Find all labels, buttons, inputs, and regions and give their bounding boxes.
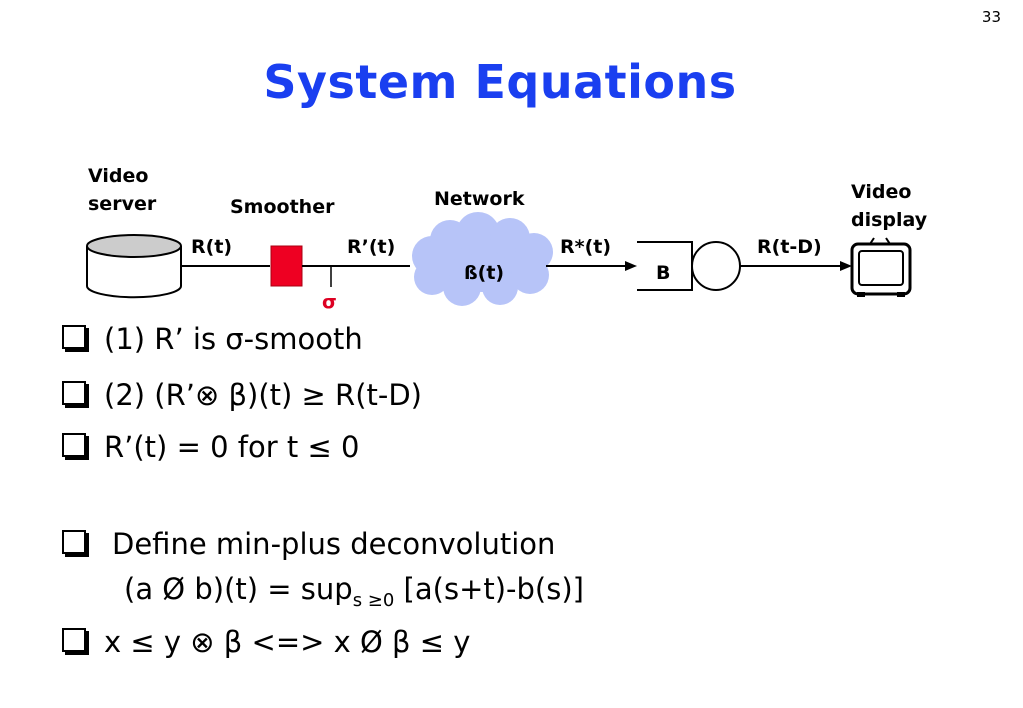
checkbox-bullet-icon [62,530,86,554]
checkbox-bullet-icon [62,325,86,349]
network-function-label: ß(t) [464,262,505,284]
bullet-2: (2) (R’⊗ β)(t) ≥ R(t-D) [62,378,422,412]
bullet-3: R’(t) = 0 for t ≤ 0 [62,430,359,464]
video-display-label-1: Video [851,181,912,203]
deconvolution-formula-sub: s ≥0 [352,590,395,611]
network-label: Network [434,188,525,210]
video-display-label-2: display [851,209,928,231]
checkbox-bullet-icon [62,628,86,652]
bullet-5: x ≤ y ⊗ β <=> x Ø β ≤ y [62,625,470,659]
signal-r-label: R(t) [191,236,233,258]
signal-r-delay-label: R(t-D) [757,236,822,258]
signal-r-prime-label: R’(t) [347,236,396,258]
bullet-3-text: R’(t) = 0 for t ≤ 0 [104,430,360,464]
arrowhead-buffer [625,261,637,271]
smoother-box [270,245,303,287]
sigma-label: σ [322,291,337,313]
deconvolution-formula-pre: (a Ø b)(t) = sup [124,572,353,606]
bullet-1: (1) R’ is σ-smooth [62,322,363,356]
network-cloud [412,212,553,306]
tv-icon [850,237,912,297]
video-server-icon [86,234,182,299]
server-circle [691,241,741,291]
page-title: System Equations [263,55,737,109]
buffer-label: B [656,262,671,284]
deconvolution-formula-post: [a(s+t)-b(s)] [394,572,584,606]
bullet-4: Define min-plus deconvolution [62,527,555,561]
page-number: 33 [981,8,1001,26]
bullet-1-text: (1) R’ is σ-smooth [104,322,363,356]
bullet-4-text: Define min-plus deconvolution [112,527,556,561]
bullet-4-formula: (a Ø b)(t) = sups ≥0 [a(s+t)-b(s)] [124,572,584,611]
bullet-5-text: x ≤ y ⊗ β <=> x Ø β ≤ y [104,625,471,659]
signal-r-star-label: R*(t) [560,236,612,258]
system-diagram [86,212,912,306]
video-server-label-2: server [88,193,157,215]
smoother-label: Smoother [230,196,335,218]
video-server-label-1: Video [88,165,149,187]
bullet-2-text: (2) (R’⊗ β)(t) ≥ R(t-D) [104,378,422,412]
arrowhead-display [840,261,852,271]
checkbox-bullet-icon [62,381,86,405]
checkbox-bullet-icon [62,433,86,457]
